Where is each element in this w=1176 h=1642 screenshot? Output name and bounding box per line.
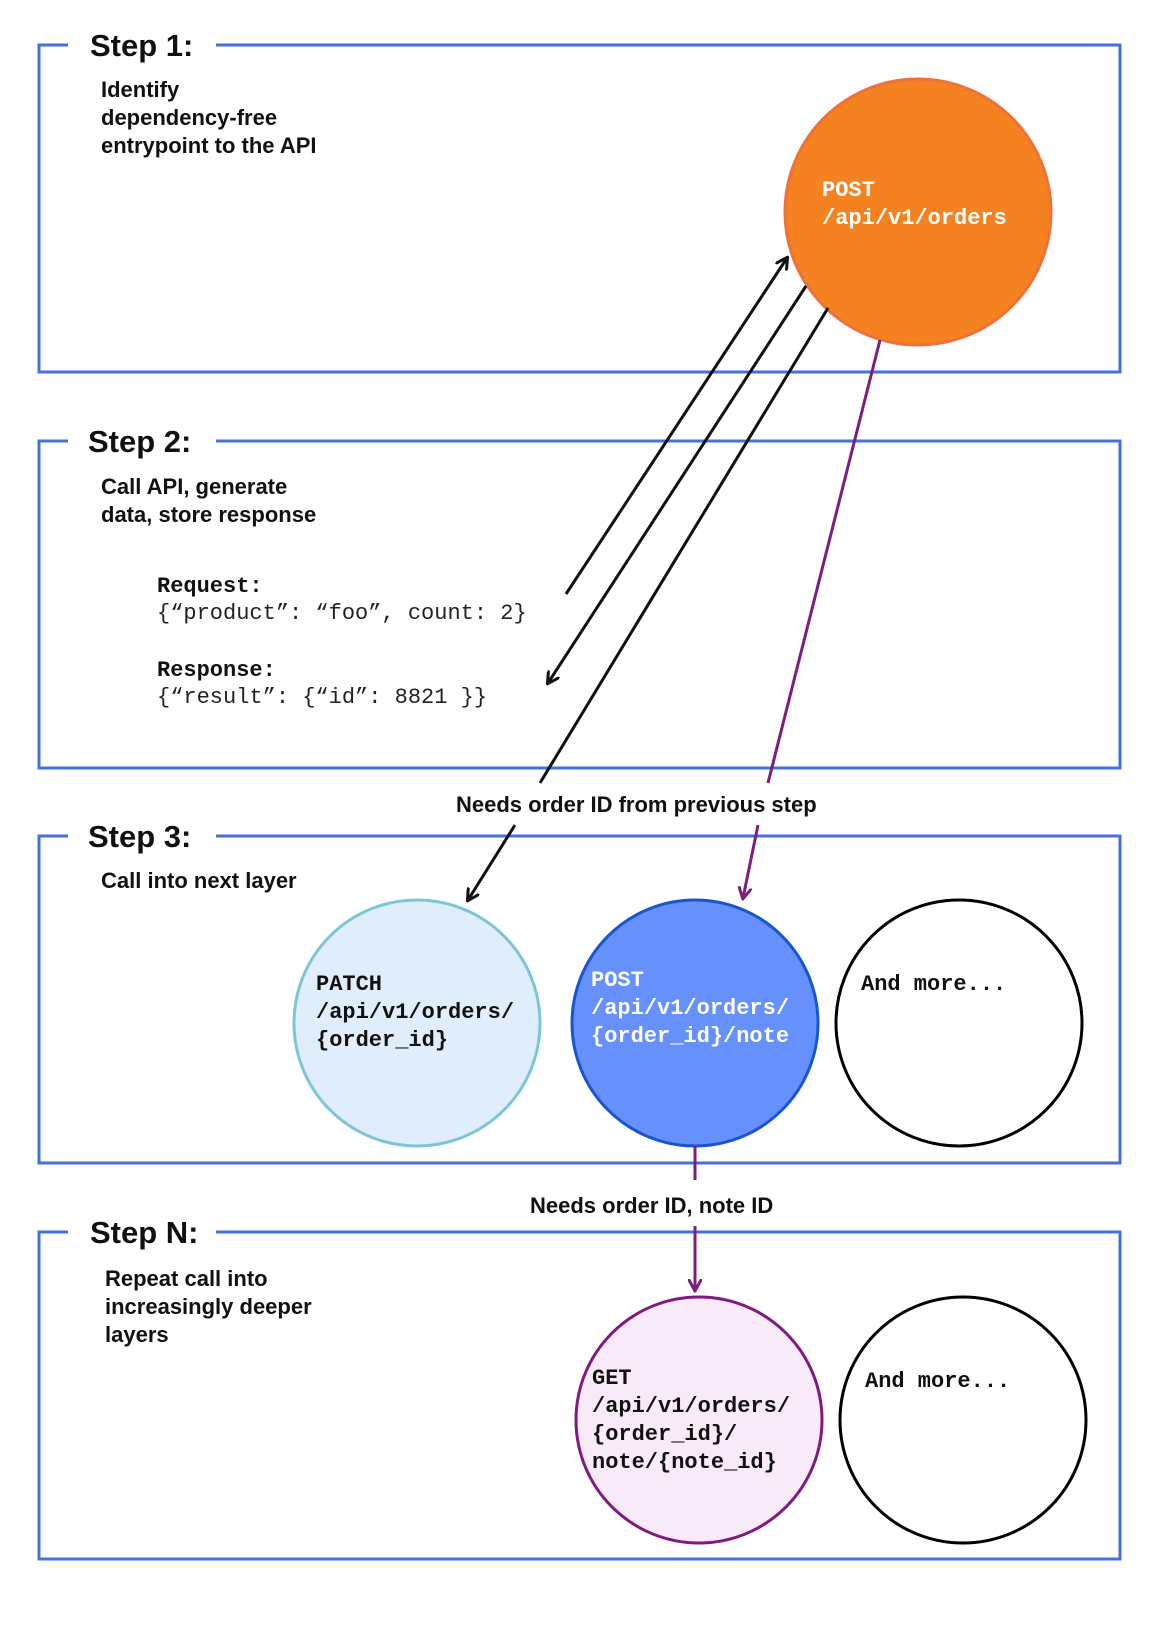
step1-title: Step 1: <box>90 28 193 63</box>
stepn-title: Step N: <box>90 1215 199 1250</box>
order-to-note-arrow-upper <box>766 339 882 784</box>
post-orders-node[interactable] <box>783 77 1053 347</box>
stepn-description: Repeat call into increasingly deeper lay… <box>105 1266 318 1347</box>
order-to-note-arrow-lower <box>743 824 760 898</box>
needs-order-note-id-label: Needs order ID, note ID <box>530 1193 773 1218</box>
more-step3-label: And more... <box>861 972 1006 997</box>
get-note-label: GET /api/v1/orders/ {order_id}/ note/{no… <box>592 1366 803 1475</box>
response-arrow <box>548 285 808 683</box>
step1-description: Identify dependency-free entrypoint to t… <box>101 77 317 158</box>
step3-description: Call into next layer <box>101 868 297 893</box>
post-orders-label: POST /api/v1/orders <box>822 178 1007 231</box>
order-to-patch-arrow-lower <box>468 824 517 900</box>
patch-order-node[interactable] <box>292 898 542 1148</box>
get-note-node[interactable] <box>574 1295 824 1545</box>
request-label: Request: <box>157 574 263 599</box>
response-body: {“result”: {“id”: 8821 }} <box>157 685 487 710</box>
response-label: Response: <box>157 658 276 683</box>
post-note-node[interactable] <box>570 898 820 1148</box>
patch-order-label: PATCH /api/v1/orders/ {order_id} <box>316 972 527 1053</box>
step2-title: Step 2: <box>88 424 191 459</box>
step2-box <box>37 439 1122 770</box>
more-stepn-label: And more... <box>865 1369 1010 1394</box>
request-body: {“product”: “foo”, count: 2} <box>157 601 527 626</box>
step3-box <box>37 834 1122 1165</box>
order-to-patch-arrow-upper <box>538 307 830 784</box>
step2-description: Call API, generate data, store response <box>101 474 316 527</box>
step3-title: Step 3: <box>88 819 191 854</box>
step1-box <box>37 43 1122 374</box>
post-note-label: POST /api/v1/orders/ {order_id}/note <box>591 968 802 1049</box>
more-step3-node[interactable] <box>834 898 1084 1148</box>
needs-order-id-label: Needs order ID from previous step <box>456 792 817 817</box>
request-arrow <box>564 258 787 595</box>
stepn-box <box>37 1230 1122 1561</box>
more-stepn-node[interactable] <box>838 1295 1088 1545</box>
